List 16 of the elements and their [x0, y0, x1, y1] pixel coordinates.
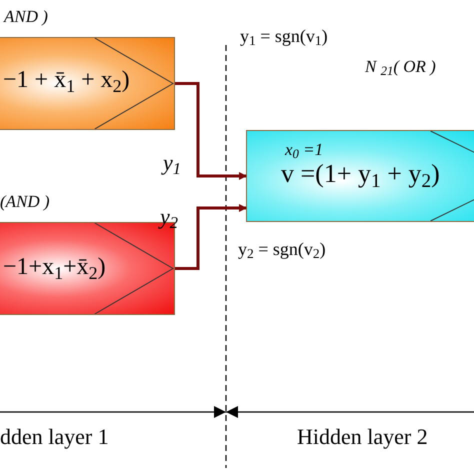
edge-label: y$_{1}$: [163, 152, 182, 174]
neuron-label: N $_{21}$( OR ): [365, 58, 436, 75]
neuron-box: [246, 130, 474, 222]
arrow: [175, 204, 247, 270]
formula-text: v =(1+ y$_{1}$ + y$_{2}$): [281, 161, 440, 187]
arrow: [175, 82, 247, 180]
formula-text: −1+x$_{1}$+x̄$_{2}$): [3, 255, 106, 279]
layer-label: dden layer 1: [0, 426, 109, 448]
formula-text: y$_{2}$ = sgn(v$_{2}$): [238, 240, 326, 258]
layer-label: Hidden layer 2: [297, 426, 428, 448]
formula-text: x$_{0}$ =1: [285, 141, 324, 158]
formula-text: −1 + x̄$_{1}$ + x$_{2}$): [3, 68, 130, 92]
neuron-label: (AND ): [0, 193, 50, 210]
neuron-box: [0, 37, 175, 130]
formula-text: y$_{1}$ = sgn(v$_{1}$): [240, 27, 328, 45]
neuron-label: AND ): [4, 8, 48, 25]
